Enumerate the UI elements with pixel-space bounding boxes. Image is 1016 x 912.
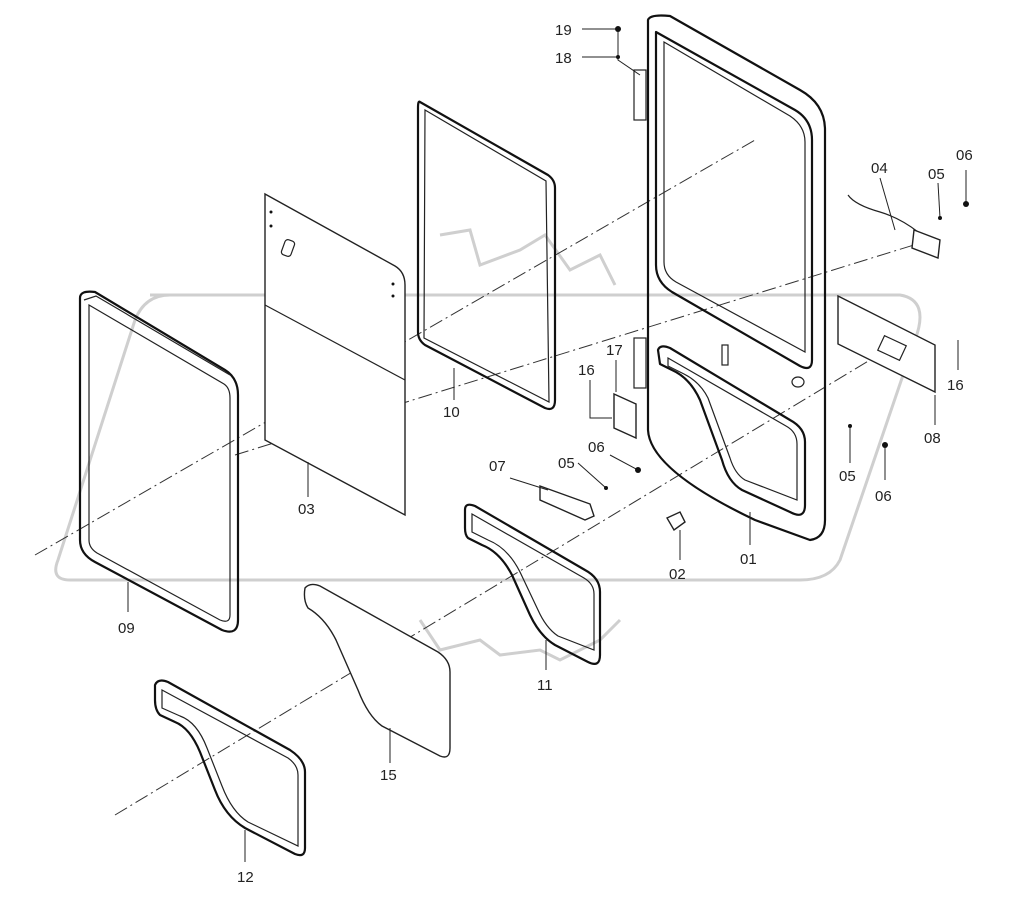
part-01-door-frame	[633, 14, 827, 542]
callout-05: 05	[839, 468, 856, 485]
part-07-handle	[539, 485, 595, 521]
callout-16: 16	[578, 362, 595, 379]
part-08-plate	[837, 294, 936, 394]
callout-05: 05	[928, 166, 945, 183]
watermark	[54, 228, 922, 662]
callout-19: 19	[555, 22, 572, 39]
callout-08: 08	[924, 430, 941, 447]
callout-03: 03	[298, 501, 315, 518]
leader-lines	[127, 26, 969, 862]
callout-06: 06	[956, 147, 973, 164]
part-11-seal	[463, 503, 602, 665]
callout-11: 11	[537, 677, 553, 694]
callout-01: 01	[740, 551, 757, 568]
callout-15: 15	[380, 767, 397, 784]
part-17-bracket	[613, 392, 637, 440]
callout-16: 16	[947, 377, 964, 394]
part-03-panel	[264, 192, 406, 517]
callout-06: 06	[588, 439, 605, 456]
part-12-seal	[153, 679, 307, 857]
part-04-cable	[847, 194, 941, 259]
part-10-glass	[416, 100, 557, 411]
part-09-glass-frame	[78, 290, 240, 633]
part-15-panel	[303, 583, 451, 758]
callout-07: 07	[489, 458, 506, 475]
callout-06: 06	[875, 488, 892, 505]
callout-09: 09	[118, 620, 135, 637]
callout-02: 02	[669, 566, 686, 583]
callout-10: 10	[443, 404, 460, 421]
callout-labels: 19 18 04 05 06 17 16 06 05 07 10 03 09 1…	[118, 22, 973, 886]
callout-17: 17	[606, 342, 623, 359]
part-02-knob	[666, 511, 686, 532]
callout-18: 18	[555, 50, 572, 67]
callout-05: 05	[558, 455, 575, 472]
callout-04: 04	[871, 160, 888, 177]
callout-12: 12	[237, 869, 254, 886]
center-lines	[34, 139, 931, 816]
